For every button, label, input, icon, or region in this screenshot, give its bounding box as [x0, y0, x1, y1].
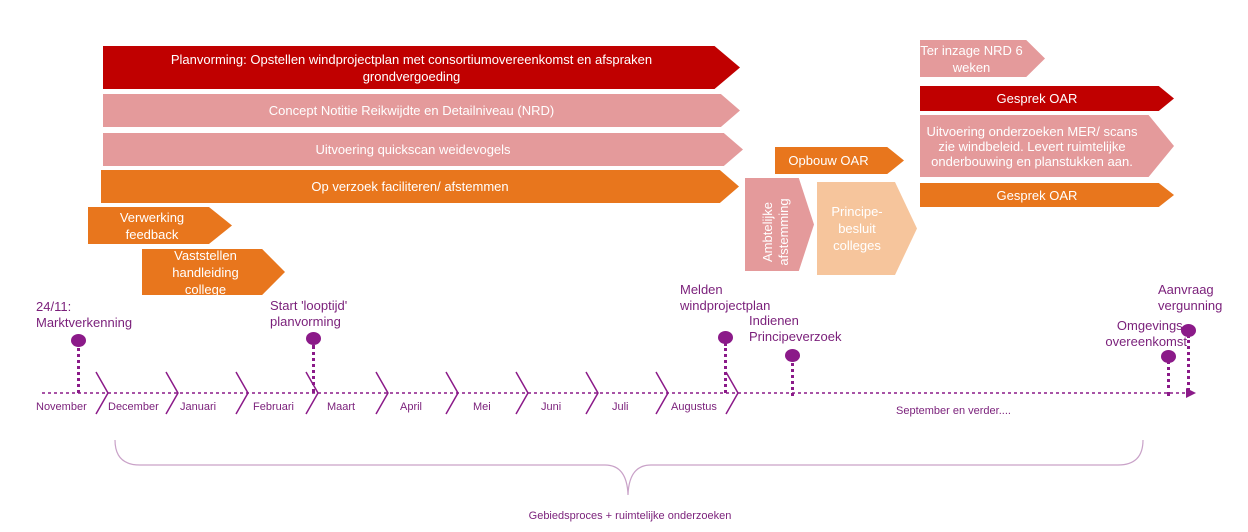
arrow-verwerking-feedback: Verwerking feedback: [88, 207, 232, 244]
month-februari: Februari: [253, 401, 294, 413]
milestone-aanvraag-label: Aanvraag vergunning: [1158, 282, 1223, 313]
month-chevron: [375, 371, 389, 415]
month-mei: Mei: [473, 401, 491, 413]
milestone-marktverkenning-dot: [71, 334, 86, 347]
arrow-faciliteren: Op verzoek faciliteren/ afstemmen: [101, 170, 739, 203]
arrow-principebesluit: Principe-besluit colleges: [817, 182, 917, 275]
month-chevron: [305, 371, 319, 415]
arrow-opbouw-oar: Opbouw OAR: [775, 147, 904, 174]
milestone-aanvraag-dot: [1181, 324, 1196, 337]
month-chevron: [95, 371, 109, 415]
month-juni: Juni: [541, 401, 562, 413]
month-chevron: [515, 371, 529, 415]
milestone-start-looptijd-dot: [306, 332, 321, 345]
milestone-start-looptijd-line: [312, 345, 315, 393]
milestone-aanvraag-line: [1187, 335, 1190, 396]
milestone-melden-dot: [718, 331, 733, 344]
month-chevron: [235, 371, 249, 415]
month-juli: Juli: [612, 401, 629, 413]
month-chevron: [165, 371, 179, 415]
month-chevron: [585, 371, 599, 415]
month-augustus: Augustus: [671, 401, 717, 413]
brace-label: Gebiedsproces + ruimtelijke onderzoeken: [528, 510, 732, 522]
arrow-uitvoering-onderzoeken: Uitvoering onderzoeken MER/ scans zie wi…: [920, 115, 1174, 177]
arrow-ambtelijke-afstemming: [745, 178, 814, 271]
arrow-gesprek-oar-1: Gesprek OAR: [920, 86, 1174, 111]
milestone-indienen-line: [791, 356, 794, 396]
arrow-planvorming-label: Planvorming: Opstellen windprojectplan m…: [170, 51, 653, 84]
month-chevron: [655, 371, 669, 415]
bottom-brace: [114, 439, 1144, 496]
milestone-start-looptijd-label: Start 'looptijd' planvorming: [270, 298, 348, 329]
month-maart: Maart: [327, 401, 356, 413]
arrow-quickscan: Uitvoering quickscan weidevogels: [103, 133, 743, 166]
milestone-omgevings-dot: [1161, 350, 1176, 363]
month-januari: Januari: [180, 401, 217, 413]
milestone-omgevings-label: Omgevings-overeenkomst: [1105, 318, 1187, 349]
arrow-concept-nrd: Concept Notitie Reikwijdte en Detailnive…: [103, 94, 740, 127]
month-chevron: [445, 371, 459, 415]
arrow-planvorming: Planvorming: Opstellen windprojectplan m…: [103, 46, 740, 89]
month-chevron: [725, 371, 739, 415]
month-april: April: [400, 401, 423, 413]
milestone-marktverkenning-line: [77, 348, 80, 393]
arrow-ter-inzage: Ter inzage NRD 6 weken: [920, 40, 1045, 77]
milestone-omgevings-line: [1167, 360, 1170, 396]
milestone-indienen-label: Indienen Principeverzoek: [749, 313, 842, 344]
arrow-gesprek-oar-2: Gesprek OAR: [920, 183, 1174, 207]
milestone-marktverkenning-label: 24/11: Marktverkenning: [36, 299, 133, 330]
milestone-melden-line: [724, 343, 727, 393]
month-december: December: [108, 401, 159, 413]
milestone-indienen-dot: [785, 349, 800, 362]
month-september-en-verder: September en verder....: [896, 405, 1011, 417]
arrow-vaststellen-handleiding: Vaststellen handleiding college: [142, 249, 285, 295]
month-november: November: [36, 401, 87, 413]
milestone-melden-label: Melden windprojectplan: [680, 282, 771, 313]
